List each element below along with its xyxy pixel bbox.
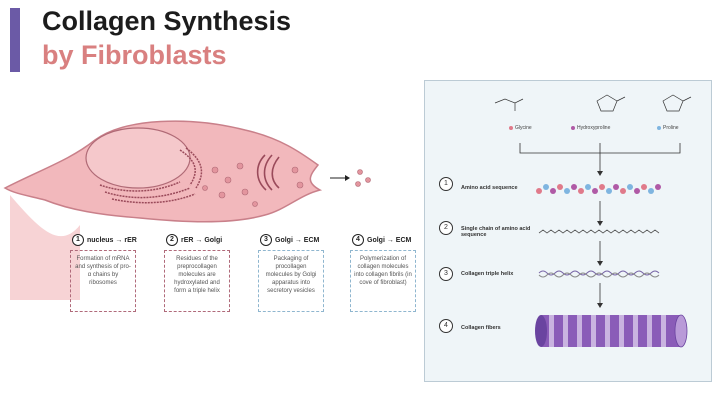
collagen-fiber <box>535 314 688 348</box>
right-step-3-label: Collagen triple helix <box>461 271 514 277</box>
right-step-4-number: 4 <box>439 319 453 333</box>
golgi-apparatus <box>256 154 280 191</box>
glycine-structure <box>494 98 524 111</box>
panel-diagram <box>494 94 692 348</box>
step-3-box: Packaging of procollagen molecules by Go… <box>258 250 324 312</box>
right-step-2-label: Single chain of amino acid sequence <box>461 226 531 238</box>
proline-dot <box>657 126 661 130</box>
single-chain <box>538 229 660 234</box>
hydroxyproline-label: Hydroxyproline <box>571 125 610 131</box>
step-4-box: Polymerization of collagen molecules int… <box>350 250 416 312</box>
page-subtitle: by Fibroblasts <box>42 40 227 70</box>
proline-label: Proline <box>657 125 679 131</box>
nucleus <box>85 127 191 189</box>
title-accent-bar <box>10 8 20 72</box>
proline-structure <box>662 94 692 112</box>
page-title: Collagen Synthesis <box>42 6 292 36</box>
collagen-structure-panel: Glycine Hydroxyproline Proline 1 Amino a… <box>424 80 712 382</box>
right-step-2-number: 2 <box>439 221 453 235</box>
right-step-4-label: Collagen fibers <box>461 325 501 331</box>
right-step-3-number: 3 <box>439 267 453 281</box>
hydroxyproline-structure <box>596 94 626 112</box>
amino-acid-chain <box>536 184 661 194</box>
cell-projection <box>10 195 80 300</box>
rough-er <box>99 181 196 204</box>
triple-helix <box>538 270 660 276</box>
step-1-box: Formation of mRNA and synthesis of pro-α… <box>70 250 136 312</box>
step-2-box: Residues of the preprocollagen molecules… <box>164 250 230 312</box>
fibroblast-cell-illustration <box>3 120 371 300</box>
hydroxyproline-dot <box>571 126 575 130</box>
secretory-vesicles <box>202 162 304 207</box>
glycine-dot <box>509 126 513 130</box>
right-step-1-number: 1 <box>439 177 453 191</box>
glycine-label: Glycine <box>509 125 532 131</box>
right-step-1-label: Amino acid sequence <box>461 185 518 191</box>
